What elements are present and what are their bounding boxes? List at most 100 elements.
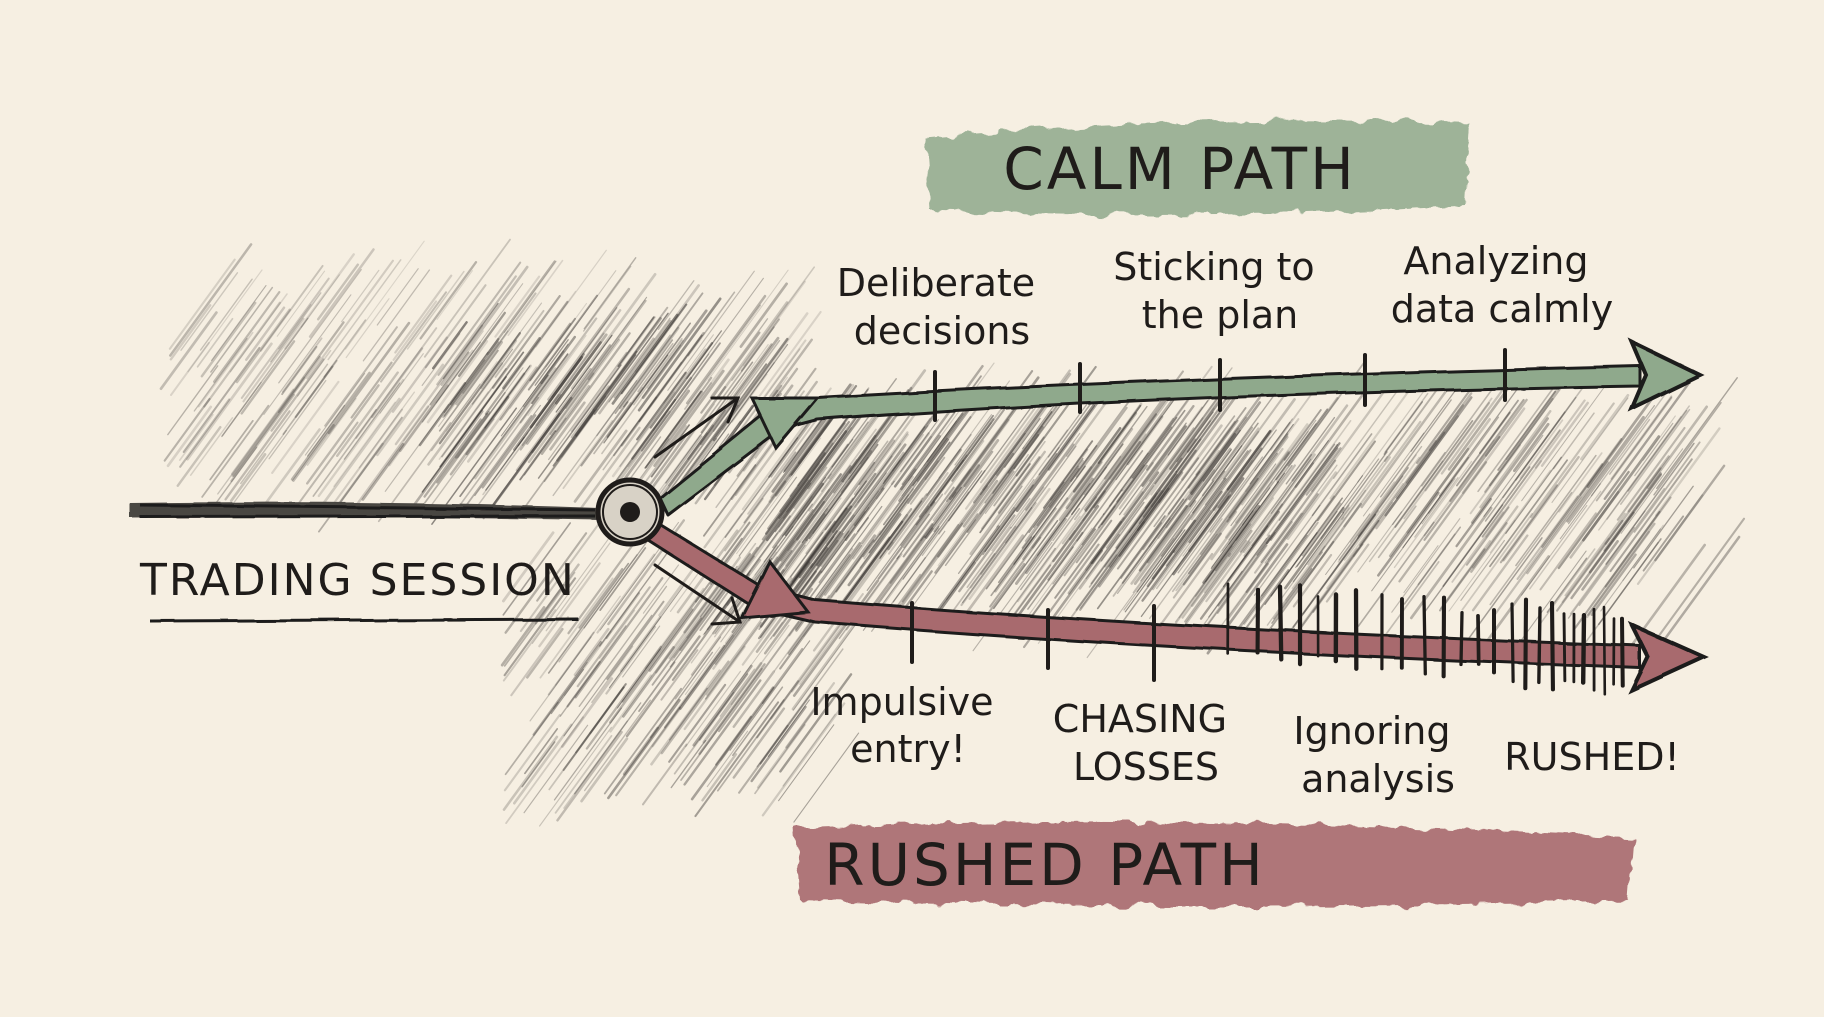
svg-text:Ignoring analysis: Ignoring analysis (1293, 709, 1462, 801)
hatch-stroke (1245, 569, 1290, 630)
hatch-stroke (785, 508, 829, 567)
hatch-stroke (1256, 443, 1339, 556)
hatch-stroke (1362, 432, 1425, 517)
hatch-stroke (962, 479, 999, 528)
hatch-stroke (1241, 447, 1284, 506)
hatch-stroke (1627, 409, 1688, 492)
hatch-stroke (877, 527, 940, 612)
hatch-stroke (1477, 381, 1559, 493)
hatch-stroke (790, 521, 832, 578)
hatch-stroke (1384, 385, 1440, 462)
hatch-stroke (866, 505, 930, 592)
hatch-stroke (549, 338, 621, 436)
hatch-stroke (521, 741, 556, 788)
hatch-stroke (1150, 407, 1215, 496)
rushed-milestone-2: CHASING LOSSES (1053, 697, 1227, 789)
rushed-milestone-3-line-2: analysis (1301, 757, 1455, 801)
hatch-stroke (1192, 422, 1259, 514)
hatch-stroke (1595, 396, 1673, 502)
rushed-small-arrow (653, 563, 743, 626)
hatch-stroke (1291, 404, 1349, 482)
hatch-stroke (637, 342, 674, 393)
hatch-stroke (1655, 517, 1746, 641)
hatch-stroke (1291, 516, 1345, 589)
hatch-stroke (1079, 521, 1145, 611)
hatch-stroke (442, 302, 499, 380)
hatch-stroke (937, 446, 1025, 566)
hatch-stroke (818, 533, 856, 583)
hatch-stroke (1405, 404, 1465, 484)
hatch-stroke (781, 463, 821, 517)
hatch-stroke (1227, 534, 1308, 645)
hatch-stroke (583, 257, 637, 330)
hatch-stroke (410, 409, 484, 510)
hatch-stroke (316, 263, 360, 321)
hatch-stroke (1600, 528, 1661, 612)
hatch-stroke (1027, 528, 1096, 623)
hatch-stroke (534, 563, 580, 625)
hatch-stroke (668, 687, 708, 741)
rushed-milestone-1: Impulsive entry! (810, 680, 993, 771)
hatch-stroke (1410, 388, 1458, 452)
hatch-stroke (1144, 393, 1223, 500)
hatch-stroke (527, 335, 587, 416)
hatch-stroke (900, 434, 941, 491)
hatch-stroke (916, 403, 974, 482)
hatch-stroke (614, 292, 704, 415)
hatch-stroke (487, 396, 573, 514)
hatch-stroke (1287, 396, 1339, 467)
hatch-stroke (692, 664, 753, 747)
hatch-stroke (1634, 422, 1674, 477)
hatch-stroke (1228, 419, 1317, 541)
hatch-stroke (966, 434, 1040, 533)
hatch-stroke (678, 363, 768, 485)
hatch-stroke (501, 531, 555, 603)
hatch-stroke (625, 635, 701, 738)
hatch-stroke (1052, 440, 1142, 563)
hatch-stroke (933, 450, 994, 533)
hatch-stroke (879, 493, 928, 558)
hatch-stroke (1058, 461, 1103, 521)
hatch-stroke (505, 716, 584, 824)
hatch-stroke (1153, 415, 1236, 528)
hatch-stroke (960, 502, 1037, 607)
hatch-stroke (729, 640, 811, 751)
hatch-stroke (1403, 397, 1493, 520)
hatch-stroke (1384, 396, 1473, 517)
hatch-stroke (1124, 529, 1186, 613)
hatch-stroke (1049, 448, 1089, 501)
hatch-stroke (1146, 477, 1227, 588)
hatch-stroke (1264, 512, 1302, 564)
hatch-stroke (440, 265, 529, 386)
hatch-stroke (1075, 490, 1164, 611)
hatch-stroke (327, 259, 402, 361)
hatch-stroke (684, 304, 762, 410)
hatch-stroke (529, 317, 576, 382)
hatch-stroke (984, 453, 1029, 514)
hatch-stroke (1587, 522, 1656, 616)
hatch-stroke (622, 726, 660, 776)
hatch-stroke (1222, 525, 1269, 588)
hatch-stroke (559, 625, 627, 717)
hatch-stroke (419, 391, 506, 510)
hatch-stroke (589, 682, 628, 735)
hatch-stroke (179, 398, 231, 468)
hatch-stroke (421, 333, 461, 386)
hatch-stroke (858, 410, 914, 486)
hatch-stroke (441, 367, 507, 458)
hatch-stroke (820, 451, 905, 567)
hatch-stroke (1100, 501, 1145, 562)
hatch-stroke (824, 544, 862, 596)
hatch-stroke (883, 417, 931, 482)
hatch-stroke (585, 645, 662, 750)
hatch-stroke (731, 266, 816, 382)
hatch-stroke (1539, 512, 1597, 591)
hatch-stroke (992, 400, 1061, 493)
hatch-stroke (978, 425, 1044, 515)
hatch-stroke (575, 354, 637, 438)
hatch-stroke (605, 592, 641, 640)
hatch-stroke (1292, 513, 1377, 628)
hatch-stroke (1515, 396, 1577, 481)
hatch-stroke (791, 617, 861, 711)
hatch-stroke (665, 410, 719, 484)
